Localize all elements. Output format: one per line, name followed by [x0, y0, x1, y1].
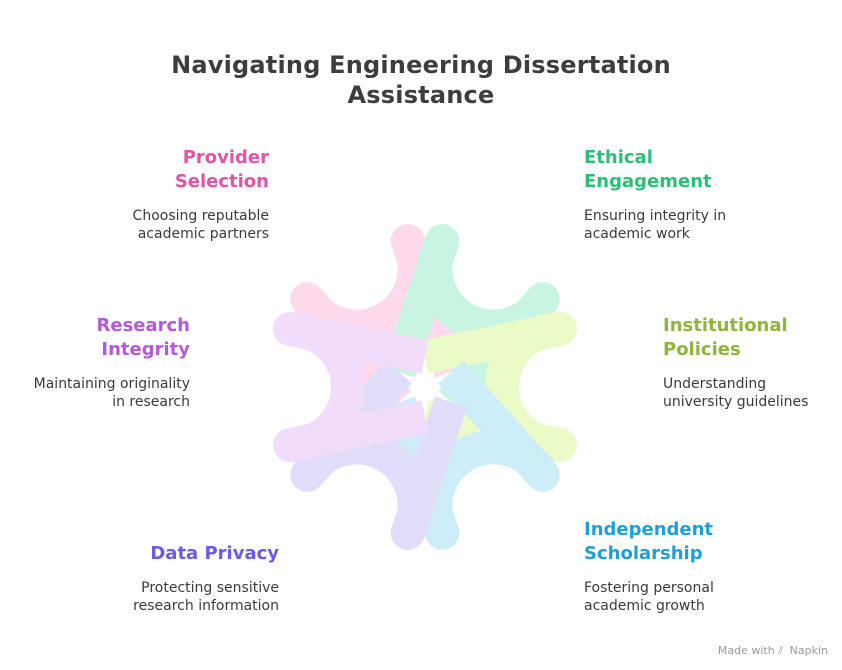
item-description: Ensuring integrity in academic work — [584, 208, 727, 242]
item-description: Choosing reputable academic partners — [132, 208, 269, 242]
diagram-title: Navigating Engineering Dissertation Assi… — [171, 51, 671, 109]
item-description: Maintaining originality in research — [33, 376, 190, 410]
footer-made-with: Made with — [717, 644, 775, 657]
item-provider-selection: Provider Selection Choosing reputable ac… — [29, 146, 269, 243]
item-heading: Research Integrity — [96, 315, 191, 360]
item-heading: Institutional Policies — [663, 315, 788, 360]
item-heading: Ethical Engagement — [584, 147, 712, 192]
loop-data-privacy — [290, 360, 468, 550]
item-institutional-policies: Institutional Policies Understanding uni… — [663, 314, 842, 411]
item-research-integrity: Research Integrity Maintaining originali… — [0, 314, 190, 411]
item-heading: Provider Selection — [174, 147, 269, 192]
loop-ethical-engagement — [382, 224, 560, 414]
footer-brand: Napkin — [789, 644, 828, 657]
item-description: Protecting sensitive research informatio… — [133, 580, 279, 614]
napkin-logo-icon: ⫽ — [778, 644, 784, 657]
item-description: Understanding university guidelines — [663, 376, 809, 410]
item-heading: Data Privacy — [150, 543, 279, 564]
item-data-privacy: Data Privacy Protecting sensitive resear… — [39, 542, 279, 615]
footer-credit: Made with ⫽ Napkin — [718, 644, 828, 658]
item-description: Fostering personal academic growth — [584, 580, 714, 614]
loop-independent-scholarship — [382, 360, 560, 550]
item-ethical-engagement: Ethical Engagement Ensuring integrity in… — [584, 146, 824, 243]
item-independent-scholarship: Independent Scholarship Fostering person… — [584, 518, 824, 615]
loop-institutional-policies — [421, 312, 577, 462]
item-heading: Independent Scholarship — [584, 519, 714, 564]
loop-provider-selection — [290, 224, 468, 414]
loop-research-integrity — [273, 312, 429, 462]
